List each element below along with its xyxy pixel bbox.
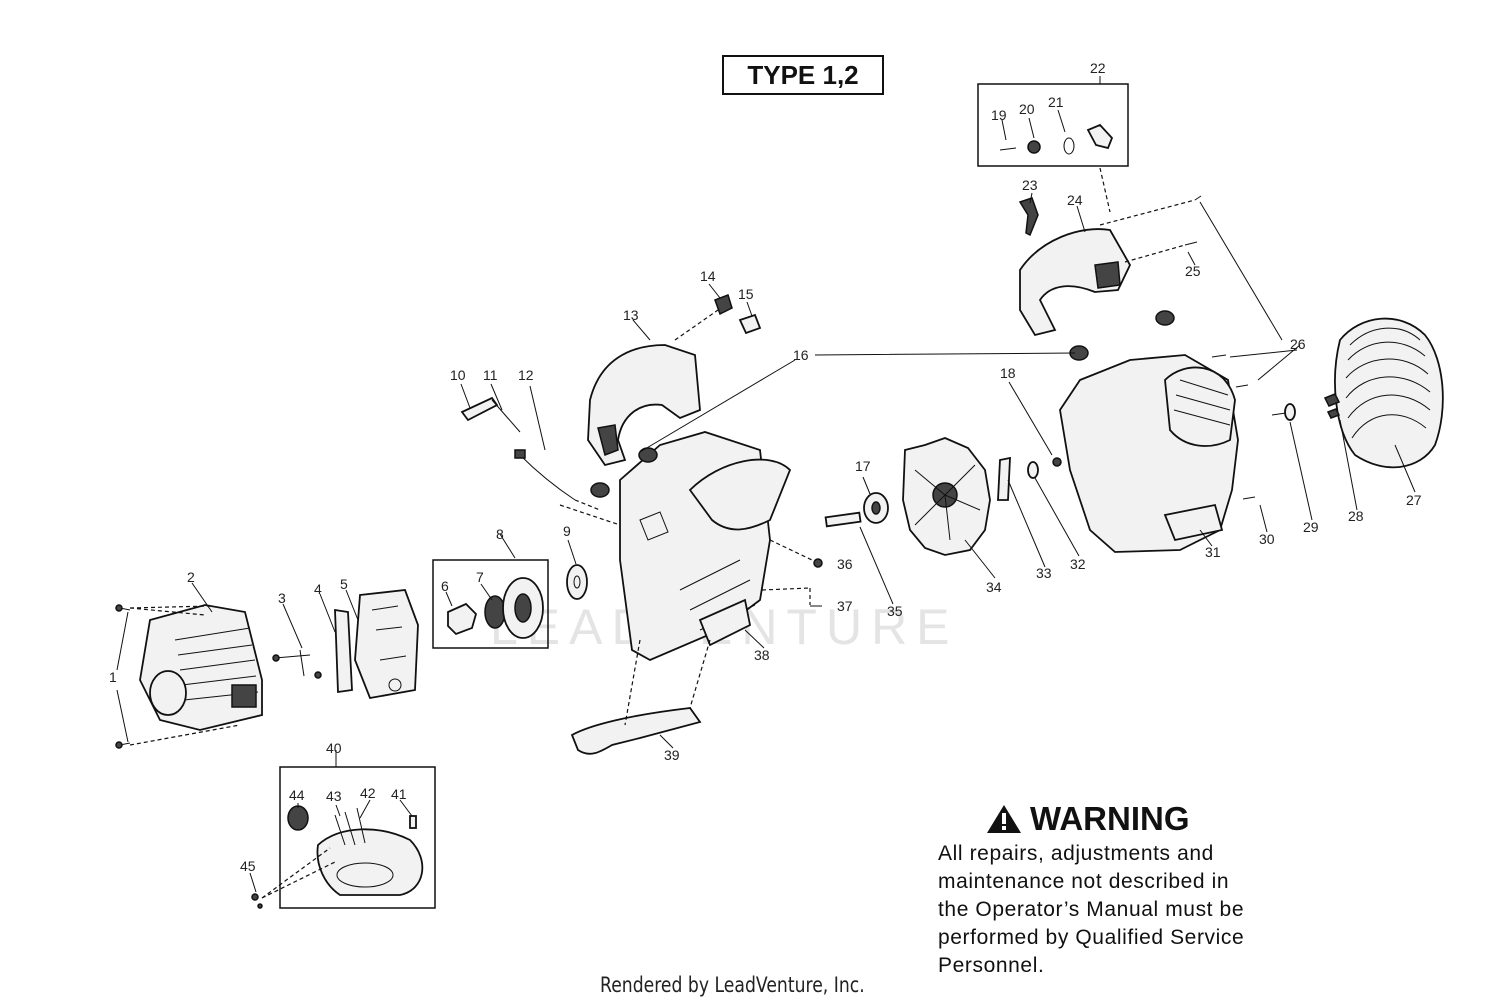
callout-38: 38 (754, 647, 770, 663)
warning-line: Personnel. (938, 954, 1045, 977)
part-switch-kit[interactable] (999, 123, 1114, 155)
callout-42: 42 (360, 785, 376, 801)
callout-39: 39 (664, 747, 680, 763)
part-shaft[interactable] (824, 492, 889, 528)
part-ignition-module[interactable] (287, 805, 424, 896)
part-screw-29[interactable] (1271, 403, 1296, 421)
part-blower-housing[interactable] (590, 431, 792, 662)
callout-43: 43 (326, 788, 342, 804)
part-trigger-23[interactable] (1018, 197, 1039, 237)
part-lower-handle[interactable] (570, 707, 702, 755)
callout-3: 3 (278, 590, 286, 606)
part-pawl-28[interactable] (1323, 393, 1341, 419)
part-handle[interactable] (587, 344, 701, 467)
callout-14: 14 (700, 268, 716, 284)
part-washer[interactable] (566, 564, 588, 600)
type-badge: TYPE 1,2 (722, 55, 884, 95)
callout-9: 9 (563, 523, 571, 539)
callout-45: 45 (240, 858, 256, 874)
callout-17: 17 (855, 458, 871, 474)
callout-1: 1 (109, 669, 117, 685)
callout-11: 11 (483, 367, 498, 383)
part-fan-housing[interactable] (1059, 310, 1239, 553)
callout-20: 20 (1019, 101, 1035, 117)
part-gasket-and-plate[interactable] (272, 589, 419, 700)
warning-line: maintenance not described in (938, 870, 1230, 893)
kit-box-8 (432, 559, 549, 649)
callout-26: 26 (1290, 336, 1306, 352)
callout-4: 4 (314, 581, 322, 597)
callout-2: 2 (187, 569, 195, 585)
callout-27: 27 (1406, 492, 1422, 508)
callout-30: 30 (1259, 531, 1275, 547)
callout-19: 19 (991, 107, 1007, 123)
callout-8: 8 (496, 526, 504, 542)
callout-13: 13 (623, 307, 639, 323)
callout-28: 28 (1348, 508, 1364, 524)
callout-10: 10 (450, 367, 466, 383)
part-throttle-cable[interactable] (460, 396, 576, 501)
callout-36: 36 (837, 556, 853, 572)
warning-line: the Operator’s Manual must be (938, 898, 1245, 921)
callout-23: 23 (1022, 177, 1038, 193)
kit-box-40 (279, 766, 436, 909)
callout-7: 7 (476, 569, 484, 585)
callout-40: 40 (326, 740, 342, 756)
callout-21: 21 (1048, 94, 1064, 110)
callout-32: 32 (1070, 556, 1086, 572)
callout-24: 24 (1067, 192, 1083, 208)
callout-25: 25 (1185, 263, 1201, 279)
warning-triangle-icon (987, 805, 1021, 833)
screw-icon (115, 604, 131, 749)
callout-5: 5 (340, 576, 348, 592)
warning-line: performed by Qualified Service (938, 926, 1245, 949)
part-upper-handle[interactable] (1019, 228, 1132, 337)
callout-31: 31 (1205, 544, 1221, 560)
part-nut-18[interactable] (1052, 457, 1062, 467)
part-starter-assembly[interactable] (447, 577, 544, 639)
callout-29: 29 (1303, 519, 1319, 535)
part-recoil-cover[interactable] (1334, 317, 1444, 469)
callout-15: 15 (738, 286, 754, 302)
callout-37: 37 (837, 598, 853, 614)
kit-box-22 (977, 83, 1129, 167)
callout-16: 16 (793, 347, 809, 363)
part-front-cover[interactable] (139, 604, 263, 731)
callout-18: 18 (1000, 365, 1016, 381)
callout-33: 33 (1036, 565, 1052, 581)
part-spacer[interactable] (997, 456, 1039, 501)
callout-41: 41 (391, 786, 407, 802)
part-handle-clips[interactable] (714, 294, 762, 335)
warning-line: All repairs, adjustments and (938, 842, 1214, 865)
footer-credit: Rendered by LeadVenture, Inc. (600, 973, 865, 997)
warning-title: WARNING (1030, 800, 1190, 837)
warning-notice: WARNING All repairs, adjustments and mai… (938, 800, 1318, 980)
part-impeller[interactable] (902, 437, 991, 556)
callout-34: 34 (986, 579, 1002, 595)
callout-12: 12 (518, 367, 534, 383)
callout-22: 22 (1090, 60, 1106, 76)
callout-35: 35 (887, 603, 903, 619)
callout-44: 44 (289, 787, 305, 803)
callout-6: 6 (441, 578, 449, 594)
